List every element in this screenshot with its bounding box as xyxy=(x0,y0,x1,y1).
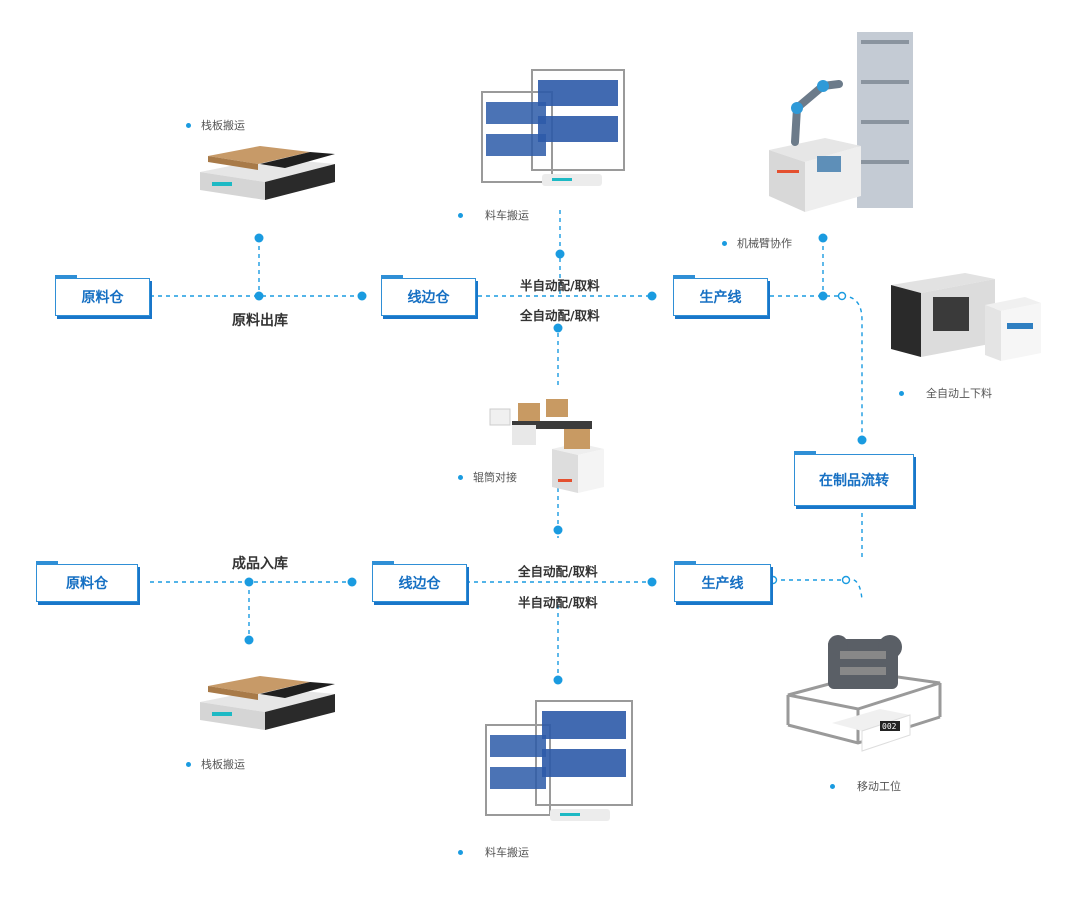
production-line-top[interactable]: 生产线 xyxy=(673,275,768,316)
raw-material-store-top[interactable]: 原料仓 xyxy=(55,275,150,316)
production-line-bottom[interactable]: 生产线 xyxy=(674,561,771,602)
caption-text: 料车搬运 xyxy=(485,846,529,859)
caption-text: 栈板搬运 xyxy=(201,758,245,771)
box-label: 原料仓 xyxy=(66,576,108,592)
caption-robot-arm: 机械臂协作 xyxy=(722,235,792,251)
box-label: 线边仓 xyxy=(407,290,450,306)
raw-material-store-bottom[interactable]: 原料仓 xyxy=(36,561,138,602)
pallet-agv-icon xyxy=(200,146,335,200)
caption-mobile-station: 移动工位 xyxy=(830,778,901,794)
caption-text: 移动工位 xyxy=(857,780,901,793)
agv-number-label: 002 xyxy=(882,722,897,731)
caption-pallet-top: 栈板搬运 xyxy=(186,117,245,133)
raw-out-label: 原料出库 xyxy=(232,313,288,329)
material-cart-agv-icon xyxy=(485,700,633,821)
caption-text: 全自动上下料 xyxy=(926,387,992,400)
bullet-icon xyxy=(722,240,727,246)
box-label: 线边仓 xyxy=(398,576,441,592)
cnc-machine-agv-icon xyxy=(891,273,1041,361)
full-auto-label-top: 全自动配/取料 xyxy=(520,308,600,323)
caption-pallet-bottom: 栈板搬运 xyxy=(186,756,245,772)
bullet-icon xyxy=(458,849,463,855)
bullet-icon xyxy=(830,783,835,789)
caption-text: 机械臂协作 xyxy=(737,237,792,250)
line-side-store-bottom[interactable]: 线边仓 xyxy=(372,561,467,602)
semi-auto-label-top: 半自动配/取料 xyxy=(520,278,600,293)
box-label: 原料仓 xyxy=(81,290,124,306)
wip-transfer-box[interactable]: 在制品流转 xyxy=(794,451,914,506)
robot-arm-agv-icon xyxy=(769,32,913,212)
full-auto-label-bottom: 全自动配/取料 xyxy=(518,564,598,579)
bullet-icon xyxy=(186,122,191,128)
caption-text: 料车搬运 xyxy=(485,209,529,222)
bullet-icon xyxy=(458,212,463,218)
caption-auto-load: 全自动上下料 xyxy=(899,385,992,401)
finished-in-label: 成品入库 xyxy=(232,556,288,572)
caption-cart-top: 料车搬运 xyxy=(458,207,529,223)
pallet-agv-icon xyxy=(200,676,335,730)
box-label: 生产线 xyxy=(699,290,742,306)
bullet-icon xyxy=(458,474,463,480)
caption-cart-bottom: 料车搬运 xyxy=(458,844,529,860)
semi-auto-label-bottom: 半自动配/取料 xyxy=(518,595,598,610)
caption-text: 辊筒对接 xyxy=(473,471,517,484)
material-cart-agv-icon xyxy=(481,69,625,186)
mobile-workstation-agv-icon: 002 xyxy=(786,635,942,752)
box-label: 在制品流转 xyxy=(819,473,889,489)
roller-conveyor-agv-icon xyxy=(489,399,604,493)
line-side-store-top[interactable]: 线边仓 xyxy=(381,275,476,316)
caption-text: 栈板搬运 xyxy=(201,119,245,132)
caption-roller: 辊筒对接 xyxy=(458,469,517,485)
bullet-icon xyxy=(186,761,191,767)
box-label: 生产线 xyxy=(701,576,744,592)
bullet-icon xyxy=(899,390,904,396)
